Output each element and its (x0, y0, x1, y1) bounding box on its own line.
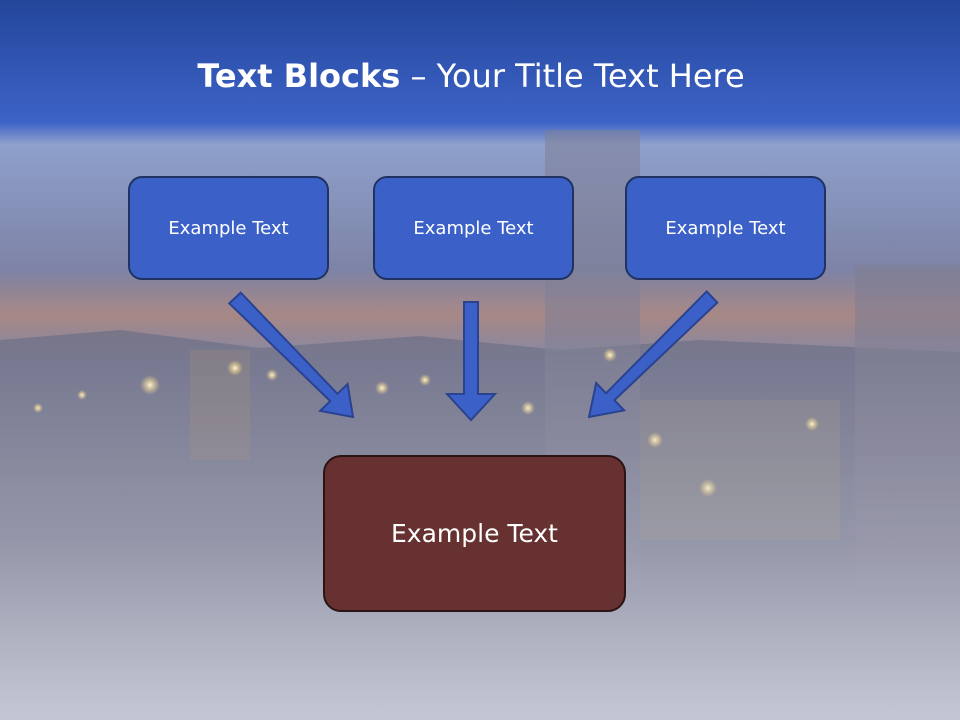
slide-title: Text Blocks – Your Title Text Here (0, 56, 942, 96)
top-text-block-1: Example Text (128, 176, 329, 280)
top-text-block-3-label: Example Text (665, 217, 786, 239)
slide-title-strong: Text Blocks (197, 57, 401, 95)
arrow-right-diagonal (587, 289, 719, 419)
top-text-block-3: Example Text (625, 176, 826, 280)
top-text-block-2: Example Text (373, 176, 574, 280)
slide-title-rest: – Your Title Text Here (400, 57, 745, 95)
arrow-center-down (444, 301, 498, 422)
arrow-left-diagonal (227, 291, 355, 419)
bottom-text-block: Example Text (323, 455, 626, 612)
top-text-block-1-label: Example Text (168, 217, 289, 239)
bottom-text-block-label: Example Text (391, 519, 558, 548)
top-text-block-2-label: Example Text (413, 217, 534, 239)
